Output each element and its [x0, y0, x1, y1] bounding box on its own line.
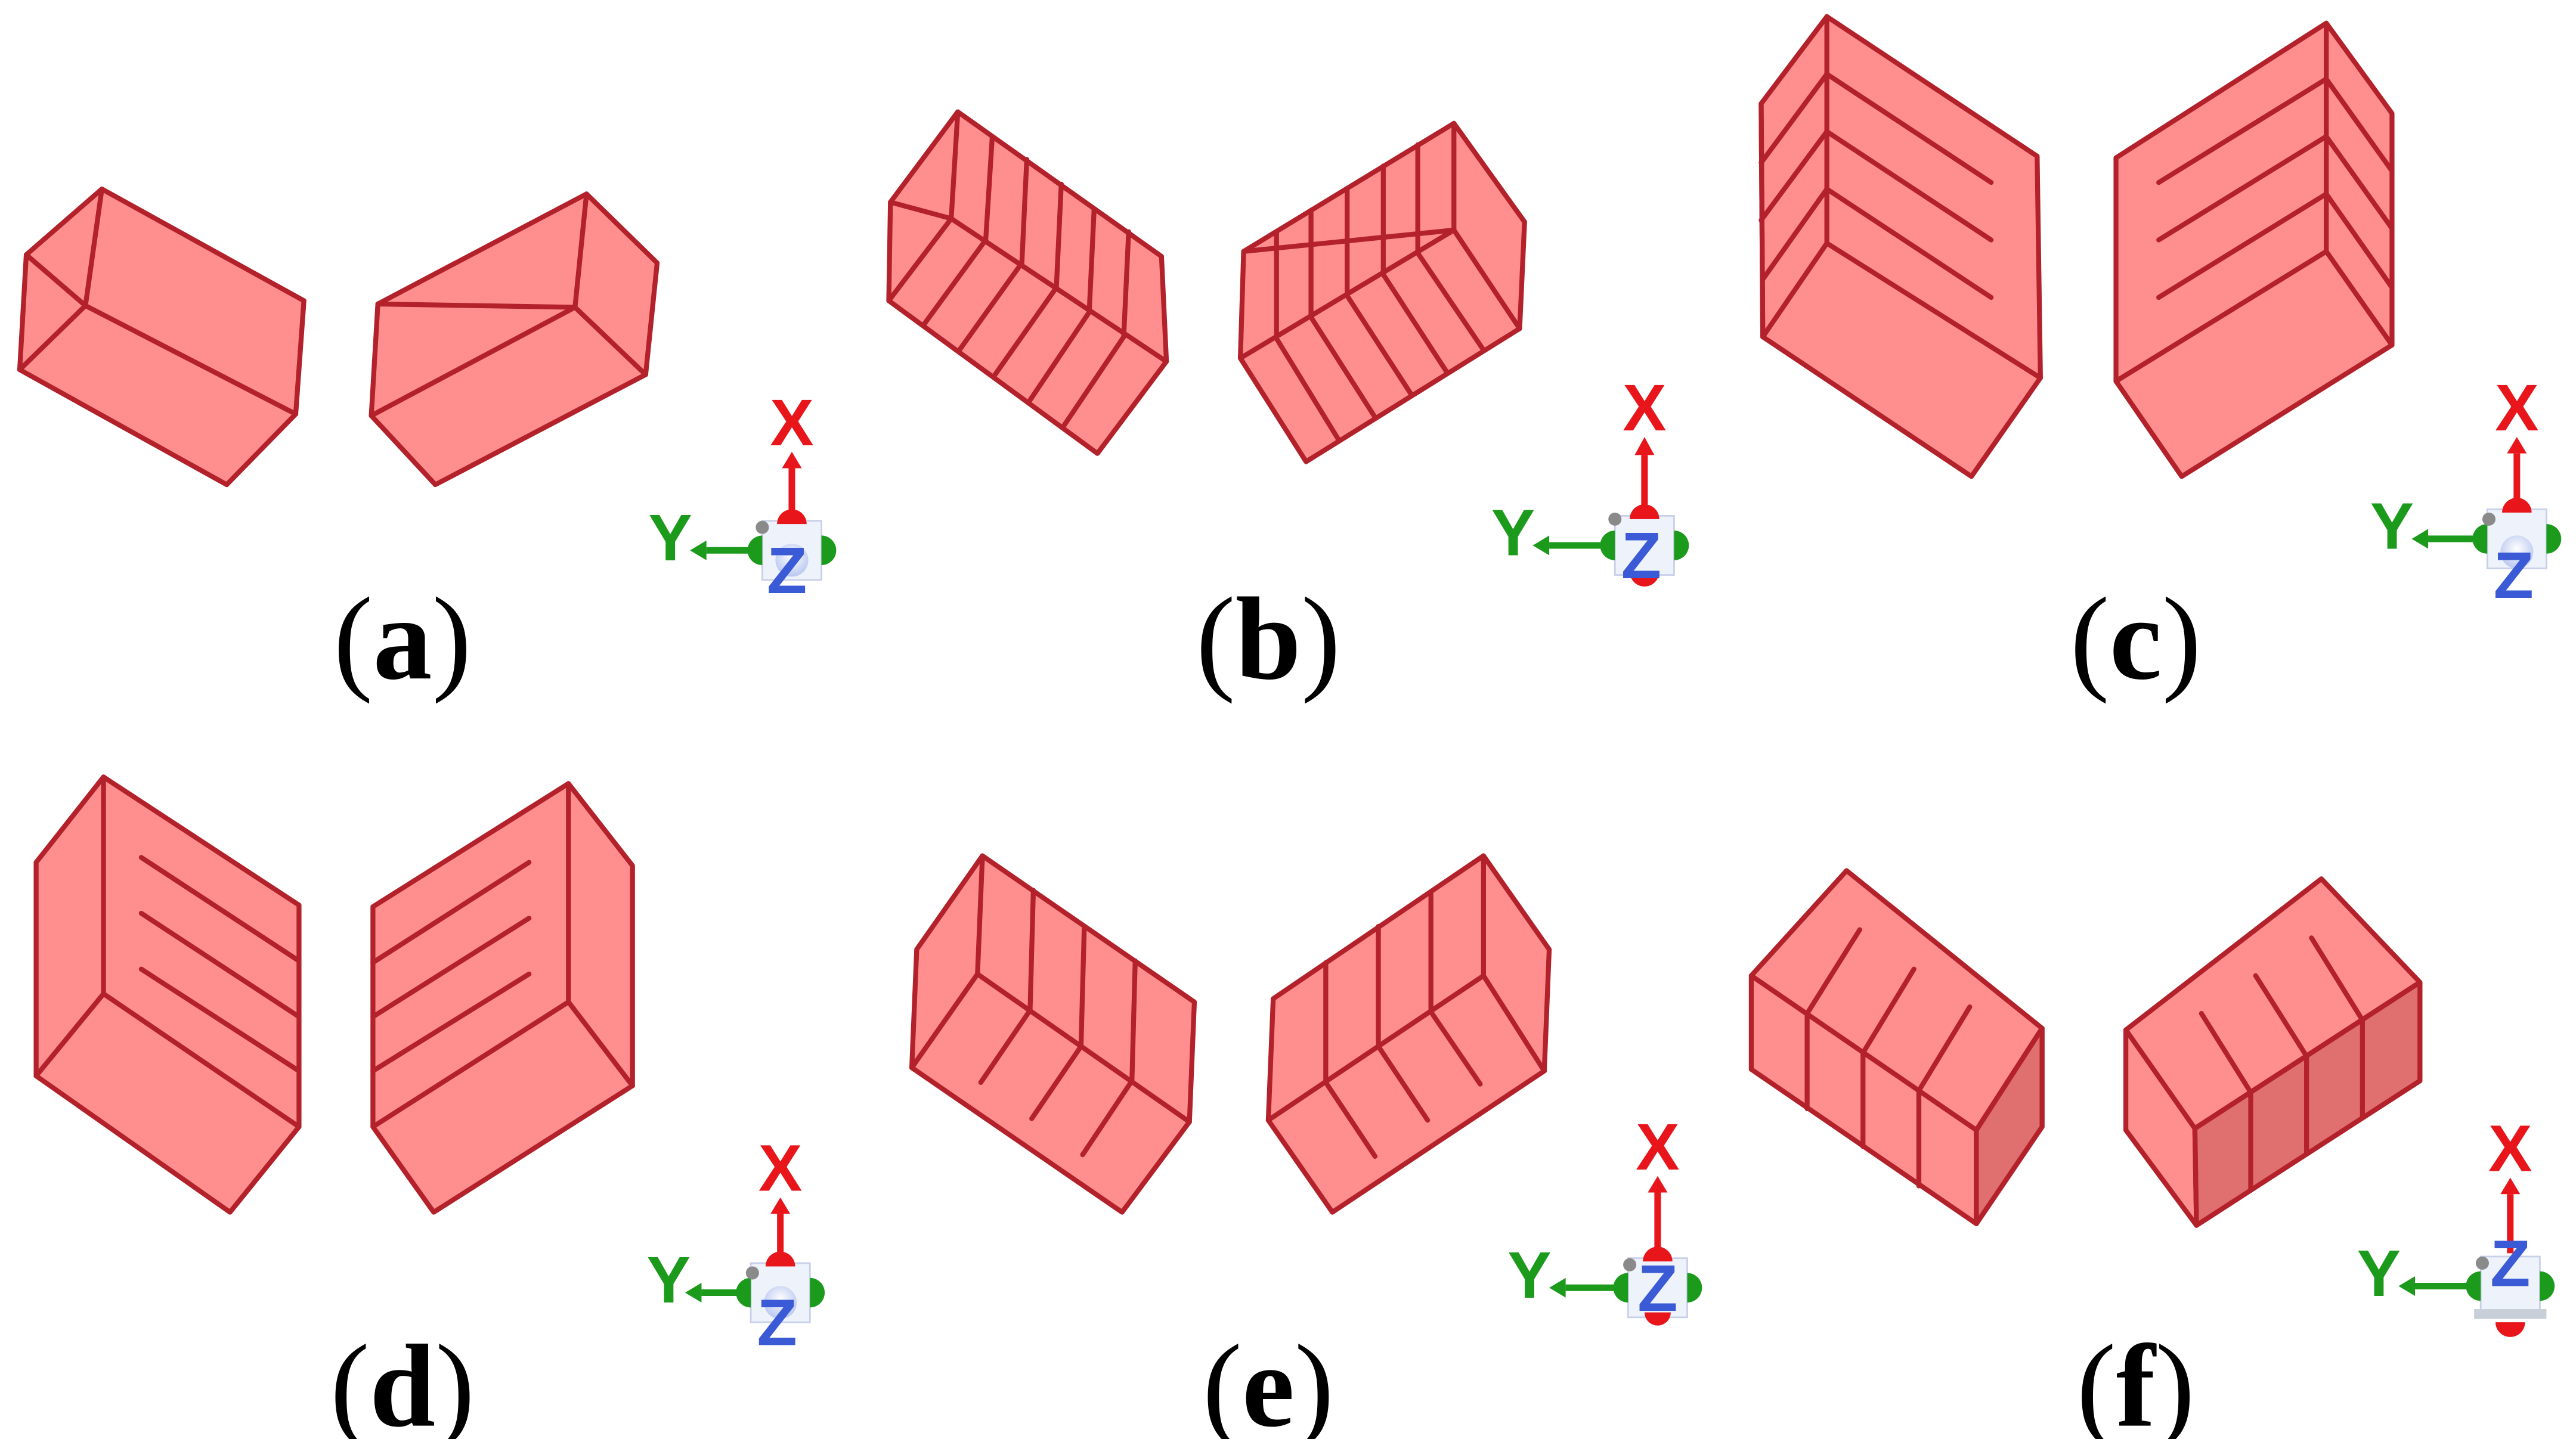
x-axis-arrowhead — [1634, 437, 1655, 455]
y-axis-arrowhead — [1549, 1277, 1566, 1298]
y-axis-cap-right — [1687, 1273, 1702, 1303]
panel-f: X Y Z (f) — [1748, 868, 2555, 1439]
y-axis-cap-left — [1613, 1273, 1628, 1303]
y-axis-arrowhead — [690, 540, 707, 560]
axis-triad-f: X Y Z — [2357, 1112, 2555, 1337]
x-axis-cap-bottom — [1630, 572, 1659, 587]
axis-triad-a: X Y Z — [648, 386, 837, 607]
origin-dot — [1608, 512, 1622, 526]
block-a-left — [17, 186, 306, 488]
block-e-left — [909, 853, 1197, 1215]
axis-triad-e: X Y Z — [1507, 1111, 1702, 1326]
z-axis-label: Z — [757, 1286, 797, 1360]
y-axis-arrowhead — [2411, 529, 2429, 549]
y-axis-arrowhead — [1532, 535, 1550, 556]
x-axis-arrowhead — [1648, 1176, 1668, 1193]
x-axis-label: X — [1623, 371, 1667, 445]
origin-dot — [2482, 512, 2496, 526]
y-axis-cap-left — [2472, 524, 2488, 554]
x-axis-cap — [2502, 498, 2532, 513]
triad-cube — [2479, 1255, 2541, 1317]
origin-dot — [1623, 1258, 1637, 1271]
y-axis-label: Y — [647, 1243, 691, 1317]
origin-dot — [756, 520, 769, 534]
panel-d: X Y Z (d) — [33, 774, 825, 1439]
block-c-left — [1758, 14, 2043, 479]
panel-c: X Y Z (c) — [1758, 14, 2562, 704]
x-axis-arrowhead — [2500, 1177, 2521, 1195]
y-axis-cap-right — [2540, 1271, 2555, 1301]
block-c-right — [2113, 20, 2395, 479]
caption-a: (a) — [333, 573, 471, 704]
origin-dot — [2475, 1256, 2489, 1270]
y-axis-cap-right — [821, 535, 837, 566]
z-axis-label: Z — [2490, 1227, 2530, 1301]
block-b-left — [886, 109, 1169, 456]
caption-f: (f) — [2077, 1320, 2195, 1439]
x-axis-label: X — [758, 1132, 803, 1205]
block-f-left — [1748, 868, 2045, 1226]
y-axis-cap-right — [810, 1277, 825, 1308]
axis-triad-c: X Y Z — [2370, 371, 2562, 612]
caption-d: (d) — [330, 1320, 475, 1439]
block-a-right — [369, 191, 660, 488]
z-axis-label: Z — [1637, 1252, 1677, 1325]
x-axis-cap — [1630, 504, 1659, 519]
view-bulb — [775, 544, 809, 577]
x-axis-label: X — [770, 386, 814, 460]
caption-b: (b) — [1196, 573, 1340, 704]
x-axis-label: X — [1636, 1111, 1680, 1184]
y-axis-cap-right — [1674, 531, 1689, 560]
z-axis-label: Z — [767, 534, 807, 607]
caption-c: (c) — [2070, 573, 2202, 704]
panel-e: X Y Z (e) — [909, 853, 1702, 1439]
panel-b: X Y Z (b) — [886, 109, 1689, 704]
z-axis-label: Z — [2494, 539, 2534, 612]
panel-a: X Y Z (a) — [17, 186, 837, 704]
block-e-right — [1265, 853, 1552, 1215]
x-axis-cap — [777, 509, 807, 525]
x-axis-label: X — [2488, 1112, 2532, 1186]
block-b-right — [1237, 120, 1527, 464]
y-axis-label: Y — [1507, 1239, 1552, 1312]
view-bulb — [2500, 535, 2534, 569]
x-axis-arrowhead — [770, 1197, 791, 1214]
y-axis-arrowhead — [685, 1283, 702, 1303]
x-axis-arrowhead — [2507, 437, 2527, 454]
y-axis-label: Y — [2357, 1237, 2401, 1310]
block-d-right — [370, 781, 635, 1215]
y-axis-label: Y — [648, 501, 692, 575]
y-axis-cap-right — [2546, 524, 2562, 554]
axis-triad-b: X Y Z — [1491, 371, 1689, 593]
y-axis-cap-left — [1600, 531, 1615, 560]
block-d-left — [33, 774, 302, 1215]
origin-dot — [745, 1266, 759, 1280]
y-axis-cap-left — [747, 535, 763, 566]
axis-triad-d: X Y Z — [647, 1132, 825, 1360]
y-axis-arrowhead — [2398, 1276, 2415, 1297]
block-f-right — [2123, 876, 2423, 1228]
y-axis-cap-left — [2466, 1271, 2481, 1301]
y-axis-label: Y — [2370, 489, 2414, 563]
x-axis-cap-bottom — [2496, 1322, 2525, 1337]
y-axis-label: Y — [1491, 496, 1535, 569]
view-bulb — [764, 1286, 797, 1319]
x-axis-cap — [1643, 1246, 1673, 1262]
z-axis-label: Z — [1621, 519, 1661, 593]
x-axis-cap — [765, 1251, 795, 1267]
y-axis-cap-left — [736, 1277, 751, 1308]
x-axis-arrowhead — [782, 451, 802, 469]
caption-e: (e) — [1203, 1320, 1334, 1439]
x-axis-label: X — [2495, 371, 2539, 445]
x-axis-cap-bottom — [1644, 1312, 1671, 1326]
triad-plate — [2474, 1309, 2547, 1319]
